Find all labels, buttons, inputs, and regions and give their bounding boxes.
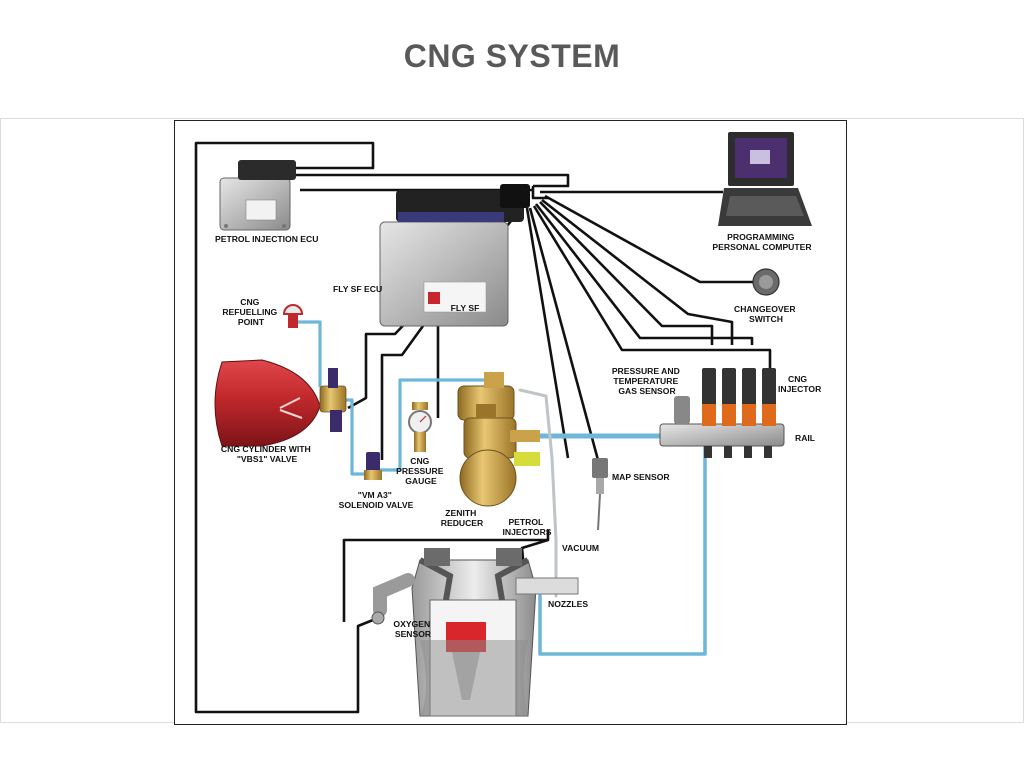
diagram-labels: PETROL INJECTION ECU FLY SF ECU PROGRAMM… (215, 232, 822, 639)
label-nozzles: NOZZLES (548, 599, 588, 609)
fly-sf-ecu-brand: FLY SF (451, 303, 480, 313)
engine-cylinder-head (373, 548, 579, 717)
label-zenith-reducer: ZENITH REDUCER (441, 508, 484, 528)
vm-a3-solenoid-valve (364, 452, 382, 480)
programming-personal-computer (718, 132, 812, 226)
label-solenoid-valve: "VM A3" SOLENOID VALVE (339, 490, 414, 510)
cng-refuelling-point (282, 304, 304, 328)
label-cng-pressure-gauge: CNG PRESSURE GAUGE (396, 456, 446, 486)
label-cng-cylinder: CNG CYLINDER WITH "VBS1" VALVE (221, 444, 313, 464)
label-vacuum: VACUUM (562, 543, 599, 553)
label-changeover-switch: CHANGEOVER SWITCH (734, 304, 798, 324)
label-cng-injector: CNG INJECTOR (778, 374, 822, 394)
cng-cylinder (214, 359, 347, 447)
content-band-top-border (0, 118, 1024, 119)
petrol-injection-ecu (219, 160, 296, 231)
label-cng-refuelling-point: CNG REFUELLING POINT (222, 297, 279, 327)
slide-title: CNG SYSTEM (403, 38, 621, 74)
cng-injector-rail (659, 368, 785, 458)
cng-pressure-gauge (408, 402, 432, 452)
label-oxygen-sensor: OXYGEN SENSOR (393, 619, 432, 639)
label-petrol-injection-ecu: PETROL INJECTION ECU (215, 234, 318, 244)
zenith-reducer (457, 372, 540, 507)
label-programming-personal-computer: PROGRAMMING PERSONAL COMPUTER (712, 232, 812, 252)
changeover-switch (752, 268, 780, 296)
map-sensor (592, 458, 608, 531)
label-petrol-injectors: PETROL INJECTORS (502, 517, 551, 537)
content-band-left-border (0, 118, 1, 722)
oxygen-sensor (371, 611, 385, 625)
fly-sf-ecu: FLY SF (379, 184, 530, 327)
label-pressure-temperature-sensor: PRESSURE AND TEMPERATURE GAS SENSOR (612, 366, 682, 396)
label-rail: RAIL (795, 433, 815, 443)
label-map-sensor: MAP SENSOR (612, 472, 670, 482)
label-fly-sf-ecu: FLY SF ECU (333, 284, 382, 294)
